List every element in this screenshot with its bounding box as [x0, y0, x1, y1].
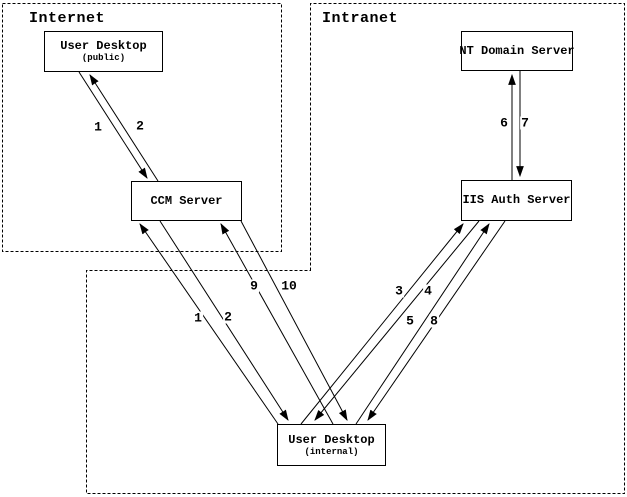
edge-line-2-ccm-to-public	[89, 74, 159, 182]
edge-line-1-internal-to-ccm	[139, 223, 279, 425]
node-iis-auth-server-label: IIS Auth Server	[462, 193, 571, 207]
node-user-desktop-internal-sublabel: (internal)	[304, 446, 359, 457]
internet-region-label: Internet	[29, 10, 106, 27]
edge-label-2-public: 2	[135, 118, 145, 134]
internet-region-outline	[2, 3, 282, 252]
edge-line-10-ccm-to-internal	[240, 220, 348, 421]
edge-label-10: 10	[280, 278, 298, 294]
node-user-desktop-internal-label: User Desktop	[288, 432, 375, 447]
node-nt-domain-server-label: NT Domain Server	[459, 43, 575, 58]
edge-label-1-internal: 1	[193, 310, 203, 326]
node-ccm-server: CCM Server	[131, 181, 242, 221]
edge-label-5: 5	[405, 313, 415, 329]
edge-label-6: 6	[499, 115, 509, 131]
edge-label-3: 3	[394, 283, 404, 299]
node-nt-domain-server: NT Domain Server	[459, 31, 575, 71]
node-user-desktop-public: User Desktop (public)	[44, 31, 163, 72]
edge-line-5-internal-to-iis	[355, 223, 490, 425]
node-iis-auth-server: IIS Auth Server	[461, 180, 572, 221]
edge-line-4-iis-to-internal	[314, 220, 480, 421]
edge-label-1-public: 1	[93, 119, 103, 135]
node-user-desktop-public-sublabel: (public)	[81, 53, 126, 63]
edge-line-1-public-to-ccm	[78, 71, 148, 179]
edge-label-7: 7	[520, 115, 530, 131]
edge-label-2-internal: 2	[223, 309, 233, 325]
node-ccm-server-label: CCM Server	[150, 193, 223, 208]
edge-label-4: 4	[423, 283, 433, 299]
node-user-desktop-public-label: User Desktop	[60, 39, 147, 53]
edge-line-3-internal-to-iis	[300, 223, 464, 425]
node-user-desktop-internal: User Desktop (internal)	[277, 424, 386, 466]
edge-line-9-internal-to-ccm	[220, 223, 334, 425]
edge-label-9: 9	[249, 278, 259, 294]
intranet-region-outline	[86, 3, 625, 494]
edge-label-8: 8	[429, 313, 439, 329]
intranet-region-label: Intranet	[322, 10, 399, 27]
